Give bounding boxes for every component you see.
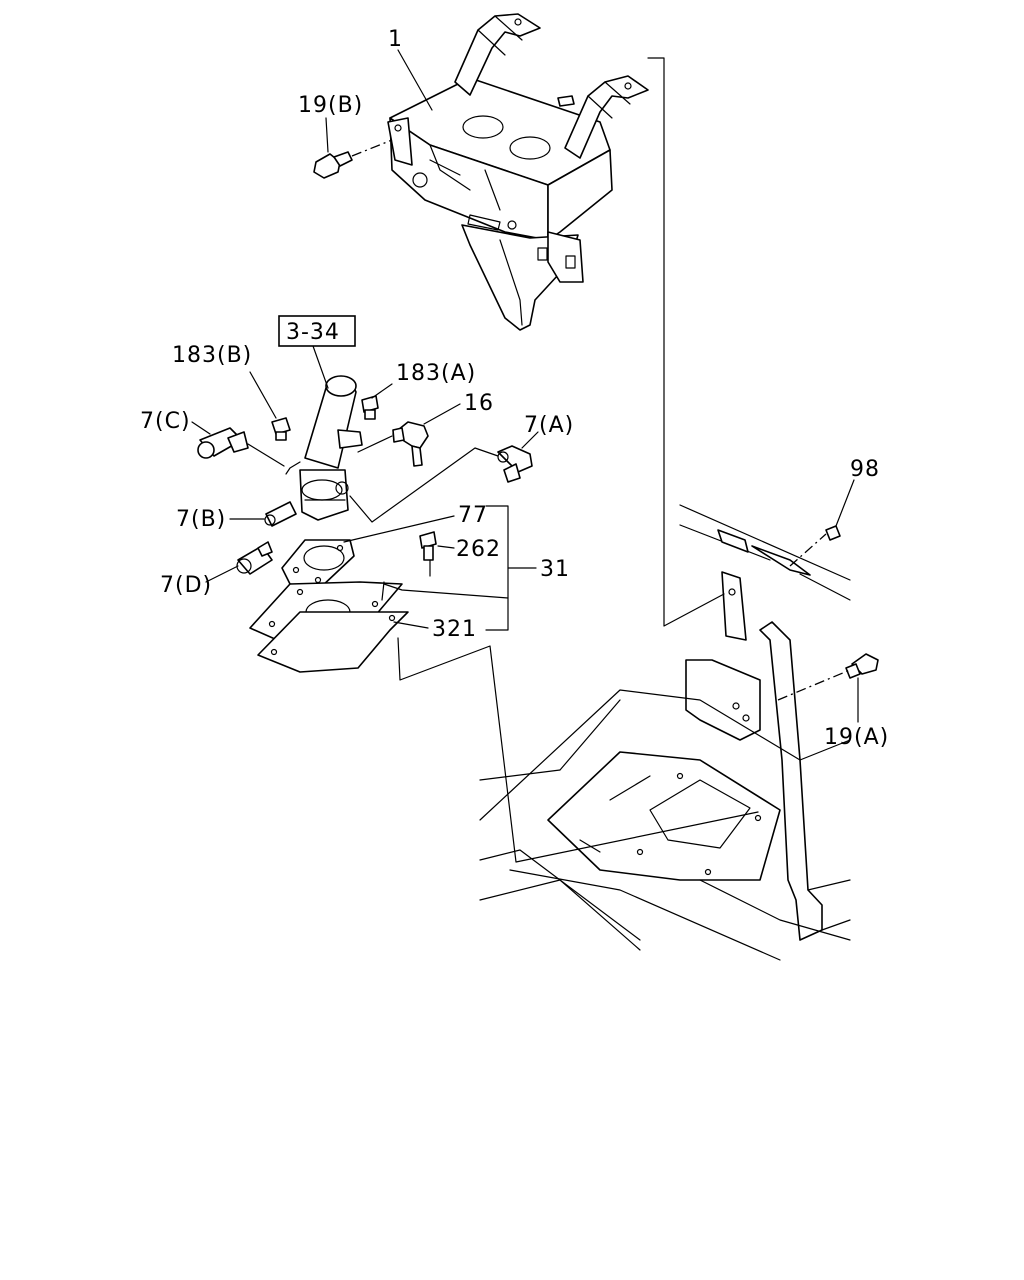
label-part-98: 98 bbox=[850, 457, 880, 482]
elbow-7a bbox=[349, 445, 533, 523]
label-part-77: 77 bbox=[458, 503, 488, 528]
fitting-183a bbox=[361, 395, 379, 420]
label-part-7d: 7(D) bbox=[160, 573, 212, 598]
label-part-19a: 19(A) bbox=[824, 725, 889, 750]
label-part-19b: 19(B) bbox=[298, 93, 363, 118]
connector-7d bbox=[236, 541, 273, 575]
label-part-1: 1 bbox=[388, 27, 403, 52]
vehicle-frame bbox=[479, 504, 879, 961]
label-ref-3-34: 3-34 bbox=[286, 320, 340, 345]
label-part-7a: 7(A) bbox=[524, 413, 574, 438]
bracket-part-1 bbox=[387, 13, 649, 331]
label-part-16: 16 bbox=[464, 391, 494, 416]
gasket-77 bbox=[281, 539, 355, 589]
valve-assembly bbox=[285, 375, 363, 521]
label-part-7c: 7(C) bbox=[140, 409, 191, 434]
label-part-183a: 183(A) bbox=[396, 361, 476, 386]
label-part-31: 31 bbox=[540, 557, 570, 582]
reference-box-3-34 bbox=[278, 315, 356, 347]
gasket-321 bbox=[257, 611, 409, 673]
label-part-321: 321 bbox=[432, 617, 477, 642]
label-part-262: 262 bbox=[456, 537, 501, 562]
tee-7c bbox=[197, 427, 285, 467]
connector-7b bbox=[229, 501, 297, 527]
bolt-19b bbox=[313, 139, 393, 179]
bolt-262 bbox=[419, 531, 437, 577]
leader-lines bbox=[191, 49, 859, 863]
elbow-16 bbox=[357, 421, 429, 467]
label-part-7b: 7(B) bbox=[176, 507, 226, 532]
fitting-183b bbox=[271, 417, 291, 441]
label-part-183b: 183(B) bbox=[172, 343, 252, 368]
